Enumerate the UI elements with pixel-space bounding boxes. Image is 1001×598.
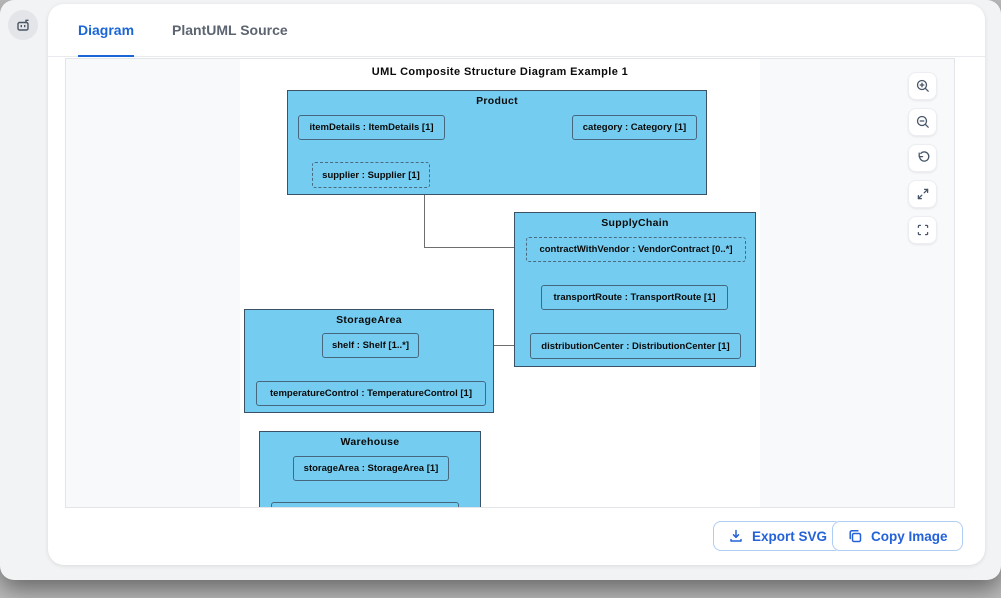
tab-diagram[interactable]: Diagram bbox=[78, 4, 135, 57]
diagram-viewer[interactable]: UML Composite Structure Diagram Example … bbox=[65, 58, 955, 508]
tab-bar: Diagram PlantUML Source bbox=[48, 4, 985, 57]
component-supplychain: SupplyChain contractWithVendor : VendorC… bbox=[514, 212, 756, 367]
part-itemdetails: itemDetails : ItemDetails [1] bbox=[298, 115, 445, 140]
copy-image-label: Copy Image bbox=[871, 528, 948, 544]
expand-button[interactable] bbox=[908, 180, 937, 208]
component-name: Warehouse bbox=[340, 436, 400, 448]
main-card: Diagram PlantUML Source UML Composite St… bbox=[48, 4, 985, 565]
connector-supplier-vertical bbox=[424, 187, 425, 247]
bot-avatar[interactable] bbox=[8, 10, 38, 40]
part-supplier: supplier : Supplier [1] bbox=[312, 162, 430, 188]
part-storagearea-ref: storageArea : StorageArea [1] bbox=[293, 456, 449, 481]
part-transportroute: transportRoute : TransportRoute [1] bbox=[541, 285, 728, 310]
part-contractwithvendor: contractWithVendor : VendorContract [0..… bbox=[526, 237, 746, 262]
export-svg-button[interactable]: Export SVG bbox=[713, 521, 843, 551]
download-icon bbox=[730, 529, 742, 542]
component-product: Product itemDetails : ItemDetails [1] ca… bbox=[287, 90, 707, 195]
connector-supplier-horizontal bbox=[424, 247, 526, 248]
part-distributioncenter: distributionCenter : DistributionCenter … bbox=[530, 333, 741, 359]
component-name: SupplyChain bbox=[601, 217, 669, 229]
component-name: Product bbox=[476, 95, 518, 107]
zoom-out-button[interactable] bbox=[908, 108, 937, 136]
part-category: category : Category [1] bbox=[572, 115, 697, 140]
copy-icon bbox=[849, 530, 862, 543]
part-temperaturecontrol: temperatureControl : TemperatureControl … bbox=[256, 381, 486, 406]
corner-brackets-icon bbox=[917, 224, 928, 236]
diagram-canvas: UML Composite Structure Diagram Example … bbox=[240, 59, 760, 507]
component-name: StorageArea bbox=[336, 314, 402, 326]
reset-view-button[interactable] bbox=[908, 144, 937, 172]
zoom-in-button[interactable] bbox=[908, 72, 937, 100]
app-window: Diagram PlantUML Source UML Composite St… bbox=[0, 0, 1001, 580]
export-svg-label: Export SVG bbox=[752, 528, 828, 544]
part-shelf: shelf : Shelf [1..*] bbox=[322, 333, 419, 358]
magnifier-plus-icon bbox=[916, 79, 929, 92]
component-warehouse: Warehouse storageArea : StorageArea [1] bbox=[259, 431, 481, 507]
copy-image-button[interactable]: Copy Image bbox=[832, 521, 963, 551]
robot-icon bbox=[17, 19, 29, 31]
rotate-ccw-icon bbox=[918, 151, 929, 162]
component-part-clipped bbox=[271, 502, 459, 507]
magnifier-minus-icon bbox=[916, 115, 929, 128]
component-storagearea: StorageArea shelf : Shelf [1..*] tempera… bbox=[244, 309, 494, 413]
tab-plantuml-source[interactable]: PlantUML Source bbox=[172, 21, 288, 38]
arrows-out-icon bbox=[917, 188, 928, 200]
fit-view-button[interactable] bbox=[908, 216, 937, 244]
diagram-title: UML Composite Structure Diagram Example … bbox=[371, 66, 629, 78]
